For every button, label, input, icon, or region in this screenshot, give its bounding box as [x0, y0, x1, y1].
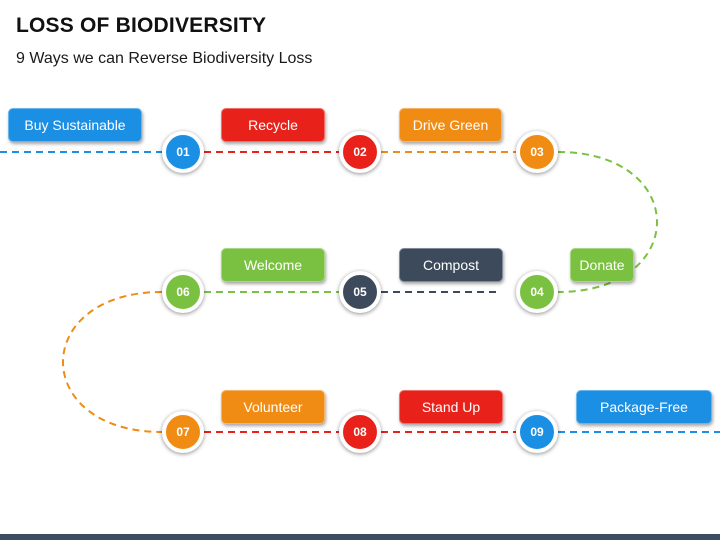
- step-06-number: 06: [162, 271, 204, 313]
- path-curve-06-07: [62, 291, 163, 433]
- step-01-label: Buy Sustainable: [8, 108, 142, 142]
- step-02-number: 02: [339, 131, 381, 173]
- step-03-number: 03: [516, 131, 558, 173]
- step-04-label: Donate: [570, 248, 634, 282]
- step-06-label: Welcome: [221, 248, 325, 282]
- step-04-number: 04: [516, 271, 558, 313]
- step-05-number: 05: [339, 271, 381, 313]
- step-09-label: Package-Free: [576, 390, 712, 424]
- path-curve-03-04: [557, 151, 658, 293]
- step-03-label: Drive Green: [399, 108, 502, 142]
- step-08-number: 08: [339, 411, 381, 453]
- page-title: LOSS OF BIODIVERSITY: [16, 14, 267, 37]
- step-07-number: 07: [162, 411, 204, 453]
- step-07-label: Volunteer: [221, 390, 325, 424]
- step-09-number: 09: [516, 411, 558, 453]
- page-subtitle: 9 Ways we can Reverse Biodiversity Loss: [16, 50, 313, 67]
- step-05-label: Compost: [399, 248, 503, 282]
- step-08-label: Stand Up: [399, 390, 503, 424]
- step-01-number: 01: [162, 131, 204, 173]
- step-02-label: Recycle: [221, 108, 325, 142]
- footer-bar: [0, 534, 720, 540]
